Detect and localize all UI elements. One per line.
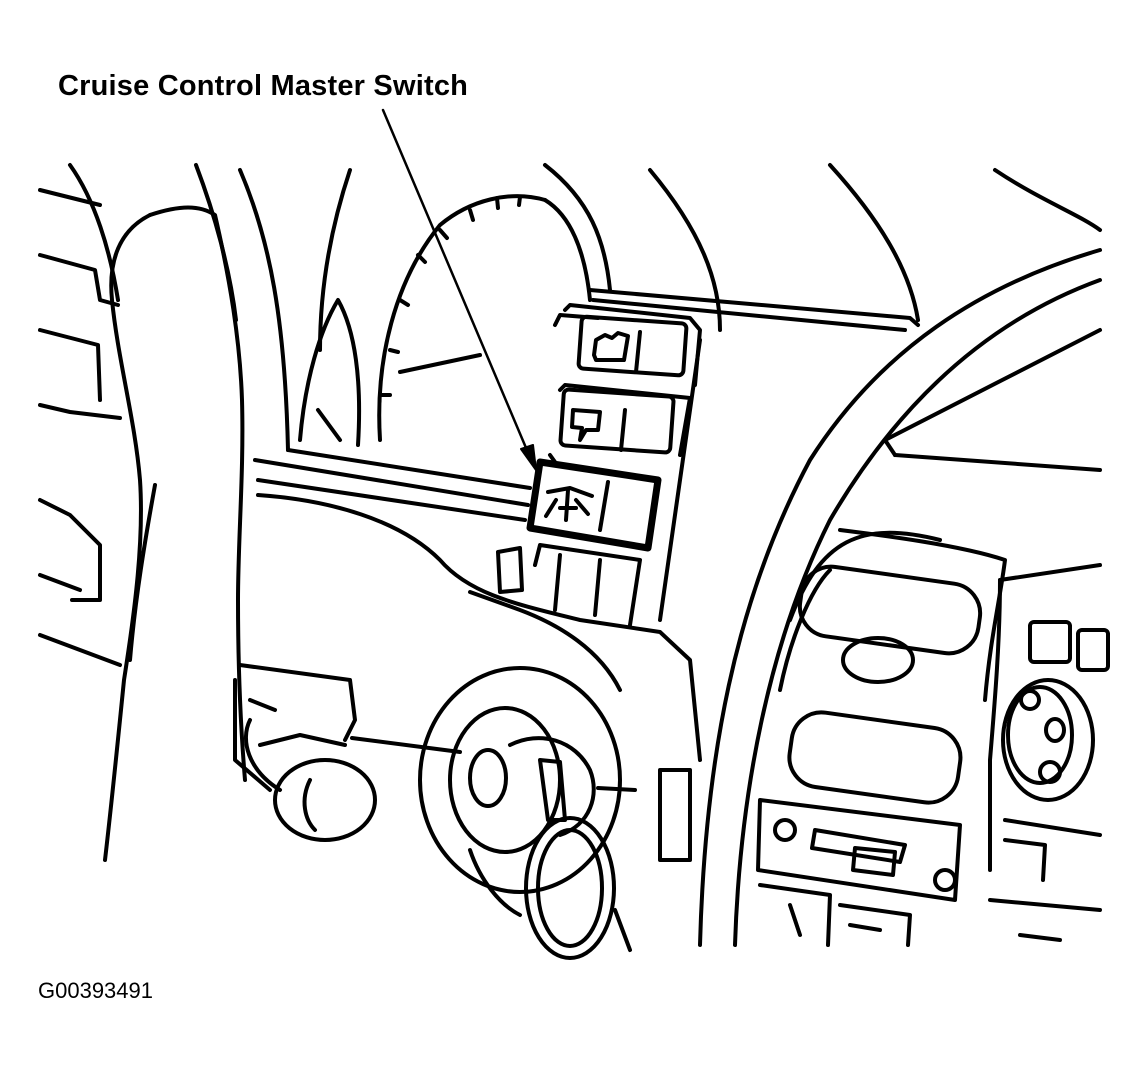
callout-label: Cruise Control Master Switch (58, 70, 469, 102)
switch-panel (496, 303, 702, 627)
ignition-key-cylinder (418, 666, 692, 960)
cruise-control-master-switch (526, 458, 662, 552)
figure-id: G00393491 (38, 978, 153, 1003)
steering-wheel (38, 163, 247, 862)
instrument-cluster (238, 163, 1102, 522)
lower-dash (233, 493, 702, 842)
center-console (698, 248, 1110, 947)
leader-arrow (381, 108, 537, 471)
